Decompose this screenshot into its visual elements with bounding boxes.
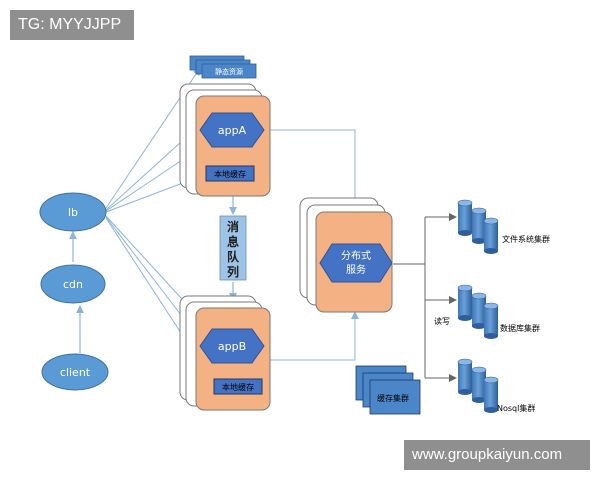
read-write-label: 读写: [434, 316, 450, 326]
queue-char-4: 列: [227, 264, 239, 279]
queue-char-1: 消: [227, 219, 239, 234]
distributed-service-label-2: 服务: [346, 263, 366, 276]
app-b-stack: appB 本地缓存: [179, 295, 271, 411]
message-queue: 消 息 队 列: [219, 215, 247, 281]
distributed-service-stack: 分布式 服务: [299, 197, 393, 313]
database-cluster-label: 数据库集群: [500, 323, 540, 333]
static-resources-label: 静态资源: [215, 67, 243, 76]
local-cache-b-label: 本地缓存: [222, 382, 254, 392]
nosql-cylinders: [457, 358, 499, 413]
app-a-stack: appA 本地缓存: [179, 83, 271, 197]
watermark-top-left: TG: MYYJJPP: [10, 10, 134, 40]
cdn-node: cdn: [40, 264, 106, 304]
database-cylinders: [457, 284, 499, 339]
cdn-label: cdn: [63, 278, 83, 291]
lb-label: lb: [68, 206, 78, 219]
lb-node: lb: [39, 192, 107, 232]
file-system-cluster-label: 文件系统集群: [502, 234, 550, 244]
app-a-label: appA: [218, 124, 247, 137]
static-resources-stack: 静态资源: [189, 55, 257, 79]
queue-char-3: 队: [227, 249, 240, 264]
client-label: client: [60, 366, 91, 379]
file-system-cylinders: [457, 199, 499, 254]
watermark-bottom-right: www.groupkaiyun.com: [404, 440, 590, 470]
queue-char-2: 息: [227, 234, 239, 249]
local-cache-a-label: 本地缓存: [214, 169, 246, 179]
app-b-label: appB: [218, 340, 246, 353]
cache-cluster-label: 缓存集群: [377, 393, 409, 403]
nosql-cluster-label: Nosql集群: [497, 403, 535, 413]
distributed-service-label-1: 分布式: [341, 249, 371, 262]
cache-cluster-stack: 缓存集群: [355, 365, 421, 415]
client-node: client: [41, 353, 109, 391]
